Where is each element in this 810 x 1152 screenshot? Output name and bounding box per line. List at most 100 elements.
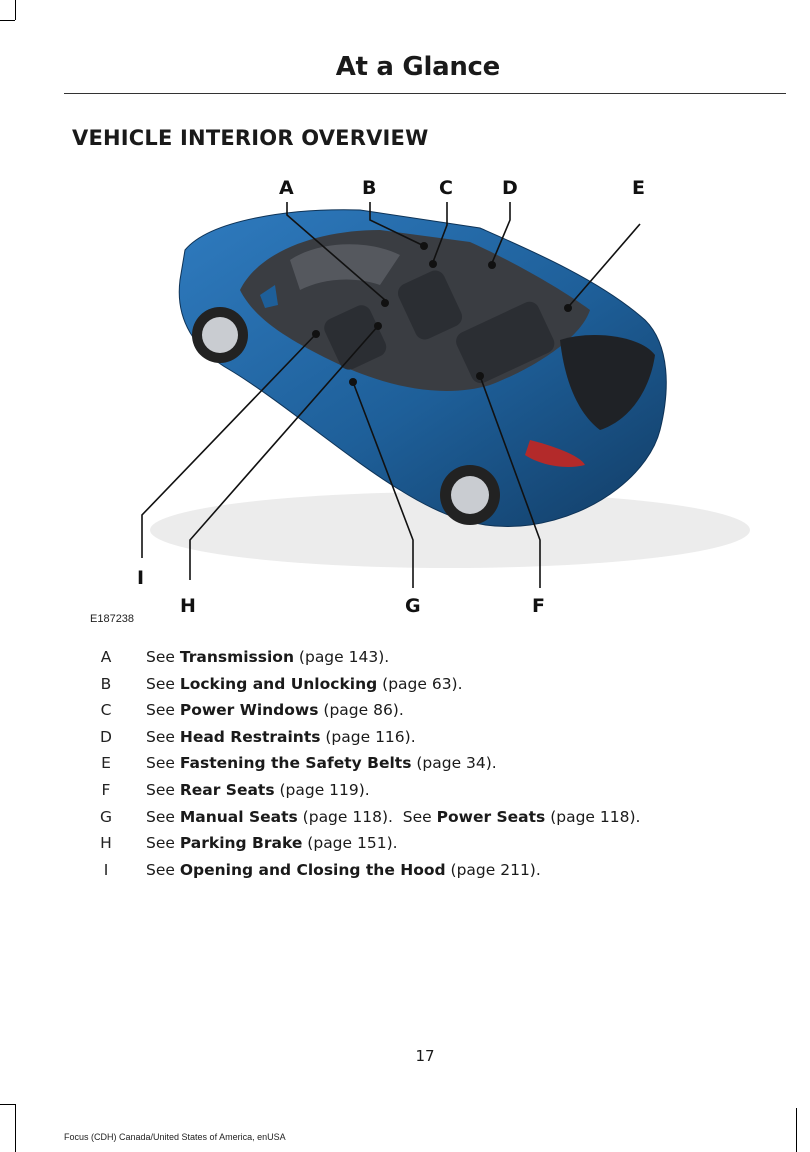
callout-label-b: B (362, 177, 376, 199)
crop-mark-bottom-left-h (0, 1104, 15, 1105)
callout-label-h: H (180, 595, 196, 617)
legend-letter: I (103, 860, 109, 879)
callout-label-c: C (439, 177, 453, 199)
legend-pre: See (146, 674, 180, 693)
callout-label-g: G (405, 595, 421, 617)
dashboard (290, 244, 400, 290)
legend-link-locking[interactable]: Locking and Unlocking (179, 674, 378, 693)
leader-d (491, 202, 511, 264)
legend-row-b: B See Locking and Unlocking (page 63). (96, 671, 776, 698)
legend-row-d: D See Head Restraints (page 116). (96, 724, 776, 751)
rear-wheel-rim (451, 476, 489, 514)
legend-row-a: A See Transmission (page 143). (96, 644, 776, 671)
legend-link-manual-seats[interactable]: Manual Seats (179, 807, 298, 826)
legend-link-transmission[interactable]: Transmission (179, 648, 294, 666)
callout-label-d: D (502, 177, 518, 199)
legend-row-c: C See Power Windows (page 86). (96, 697, 776, 724)
dot-b (420, 242, 428, 250)
trunk-area (560, 335, 655, 430)
front-wheel-rim (202, 317, 238, 353)
header-divider (64, 93, 786, 94)
legend-post: (page 118). See (297, 807, 437, 826)
legend-link-rear-seats[interactable]: Rear Seats (179, 780, 275, 799)
legend-text: See Rear Seats (page 119). (146, 777, 370, 803)
legend-post: (page 118). (545, 807, 641, 826)
legend-text: See Fastening the Safety Belts (page 34)… (146, 750, 497, 776)
legend-row-g: G See Manual Seats (page 118). See Power… (96, 804, 776, 831)
dot-h (374, 322, 382, 330)
legend-pre: See (146, 860, 180, 879)
rear-seat (456, 301, 555, 384)
callout-leader-lines (141, 202, 641, 588)
legend-link-head-restraints[interactable]: Head Restraints (179, 727, 321, 746)
vehicle-illustration: A B C D E F G H I E187238 (90, 177, 750, 625)
callout-dots (312, 242, 572, 386)
legend-link-safety-belts[interactable]: Fastening the Safety Belts (179, 754, 412, 773)
dot-a (381, 299, 389, 307)
callout-label-f: F (532, 595, 545, 617)
leader-i (141, 333, 317, 558)
legend-letter: H (100, 834, 112, 853)
legend-letter: C (100, 701, 112, 720)
callout-legend: A See Transmission (page 143). B See Loc… (96, 644, 776, 883)
legend-link-power-windows[interactable]: Power Windows (179, 701, 319, 720)
front-seat (397, 270, 463, 340)
figure-code: E187238 (90, 613, 134, 625)
section-title: VEHICLE INTERIOR OVERVIEW (72, 126, 429, 150)
tail-light (525, 440, 585, 467)
legend-pre: See (146, 807, 180, 826)
crop-mark-bottom-left-v (15, 1104, 16, 1152)
leader-g (352, 381, 414, 588)
legend-letter: B (100, 674, 112, 693)
legend-letter: D (100, 727, 112, 746)
legend-letter: F (101, 780, 111, 799)
crop-mark-top-left-h (0, 20, 15, 21)
legend-text: See Locking and Unlocking (page 63). (146, 671, 463, 697)
legend-pre: See (146, 727, 180, 746)
callout-label-a: A (279, 177, 294, 199)
leader-b (369, 202, 423, 246)
vehicle-interior-figure: A B C D E F G H I E187238 (60, 170, 760, 630)
legend-text: See Power Windows (page 86). (146, 697, 404, 723)
dot-f (476, 372, 484, 380)
legend-link-parking-brake[interactable]: Parking Brake (179, 834, 303, 853)
side-mirror (260, 285, 278, 308)
legend-letter: G (99, 807, 112, 826)
dot-g (349, 378, 357, 386)
legend-post: (page 151). (302, 834, 398, 853)
dot-d (488, 261, 496, 269)
crop-mark-bottom-right-v (796, 1108, 797, 1152)
legend-pre: See (146, 701, 180, 720)
legend-pre: See (146, 648, 180, 666)
legend-text: See Opening and Closing the Hood (page 2… (146, 857, 541, 883)
dot-i (312, 330, 320, 338)
dot-e (564, 304, 572, 312)
crop-mark-top-left-v (15, 0, 16, 20)
legend-post: (page 116). (320, 727, 416, 746)
leader-c (432, 202, 448, 263)
legend-pre: See (146, 834, 180, 853)
legend-text: See Manual Seats (page 118). See Power S… (146, 804, 640, 830)
legend-letter: E (101, 754, 111, 773)
legend-link-power-seats[interactable]: Power Seats (436, 807, 546, 826)
legend-text: See Parking Brake (page 151). (146, 830, 398, 856)
legend-pre: See (146, 780, 180, 799)
legend-row-f: F See Rear Seats (page 119). (96, 777, 776, 804)
callout-label-i: I (137, 567, 144, 589)
leader-f (479, 375, 541, 588)
legend-row-i: I See Opening and Closing the Hood (page… (96, 857, 776, 884)
legend-post: (page 143). (294, 648, 390, 666)
legend-post: (page 86). (318, 701, 404, 720)
dot-c (429, 260, 437, 268)
legend-pre: See (146, 754, 180, 773)
legend-row-h: H See Parking Brake (page 151). (96, 830, 776, 857)
page-header-title: At a Glance (335, 52, 501, 82)
footer-text: Focus (CDH) Canada/United States of Amer… (64, 1132, 286, 1142)
legend-text: See Head Restraints (page 116). (146, 724, 416, 750)
legend-row-e: E See Fastening the Safety Belts (page 3… (96, 750, 776, 777)
callout-label-e: E (632, 177, 645, 199)
legend-post: (page 119). (274, 780, 370, 799)
leader-e (569, 223, 641, 306)
car-shadow (150, 492, 750, 568)
legend-link-hood[interactable]: Opening and Closing the Hood (179, 860, 446, 879)
